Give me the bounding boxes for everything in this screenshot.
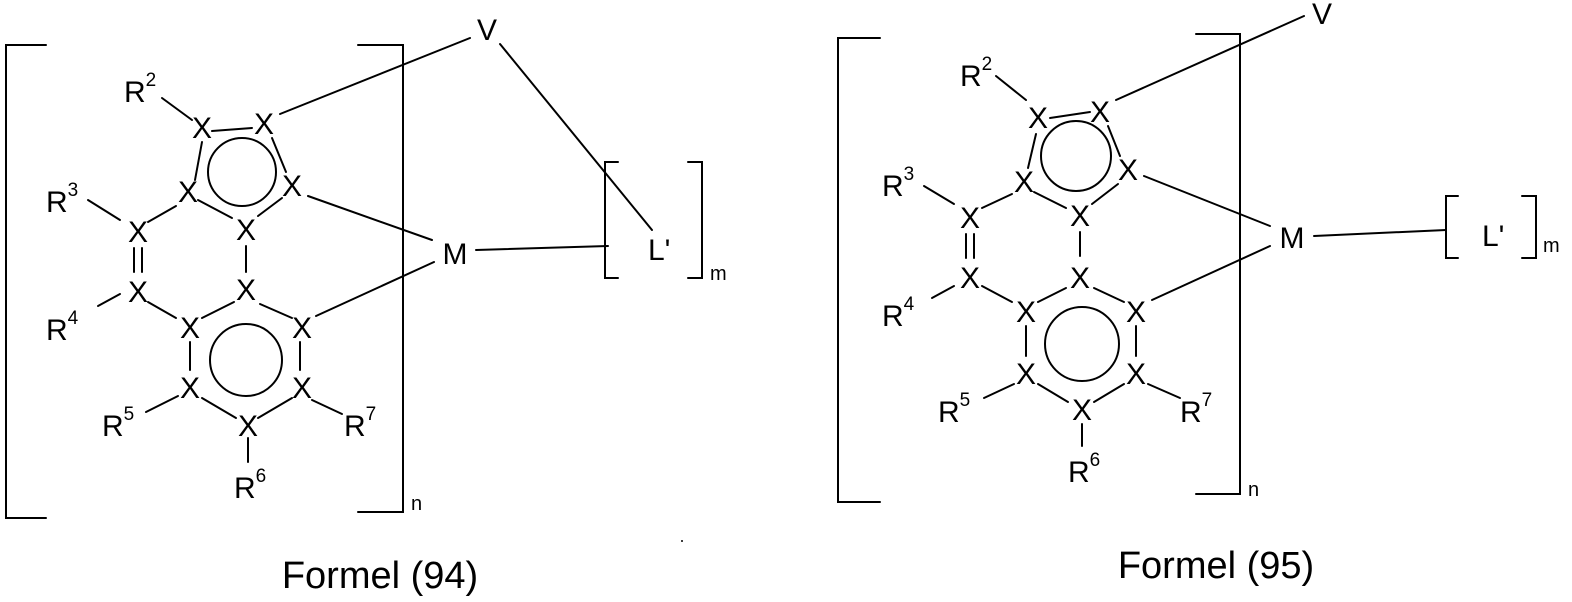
formula-94: n m	[6, 14, 727, 597]
substituent-r7: R7	[344, 404, 376, 443]
ligand-count: m	[1543, 235, 1560, 257]
x-atom: X	[1072, 394, 1092, 427]
aromatic-ring-circle-lower	[210, 324, 282, 396]
x-atom: X	[1016, 358, 1036, 391]
x-atom: X	[128, 276, 148, 309]
x-atom: X	[236, 214, 256, 247]
x-atom: X	[1014, 166, 1034, 199]
x-atom: X	[292, 312, 312, 345]
substituent-r4: R4	[46, 308, 79, 347]
substituent-r3: R3	[46, 180, 78, 219]
formula-caption: Formel (94)	[282, 555, 478, 597]
metal-atom: M	[1280, 222, 1305, 255]
substituent-r6: R6	[1068, 450, 1100, 489]
x-atom: X	[1126, 296, 1146, 329]
x-atom: X	[1090, 96, 1110, 129]
substituent-r2: R2	[124, 70, 156, 109]
bridge-atom: V	[477, 14, 497, 47]
bracket-right	[1196, 34, 1240, 494]
metal-atom: M	[443, 238, 468, 271]
bracket-left	[838, 38, 880, 502]
x-atom: X	[1070, 200, 1090, 233]
substituent-r7: R7	[1180, 390, 1212, 429]
x-atom: X	[178, 176, 198, 209]
substituent-r5: R5	[938, 390, 970, 429]
substituent-r6: R6	[234, 466, 266, 505]
ligand-count: m	[710, 263, 727, 285]
x-atom: X	[180, 312, 200, 345]
x-atom: X	[960, 202, 980, 235]
x-atom: X	[180, 372, 200, 405]
aromatic-ring-circle-lower	[1045, 307, 1119, 381]
formula-caption: Formel (95)	[1118, 545, 1314, 587]
repeat-count: n	[411, 493, 422, 515]
x-atom: X	[292, 372, 312, 405]
x-atom: X	[1016, 296, 1036, 329]
aromatic-ring-circle-upper	[208, 138, 276, 206]
ligand-label: L'	[648, 234, 670, 267]
aromatic-ring-circle-upper	[1041, 121, 1111, 191]
substituent-r2: R2	[960, 54, 992, 93]
x-atom: X	[236, 274, 256, 307]
bridge-atom: V	[1312, 0, 1332, 31]
x-atom: X	[1118, 154, 1138, 187]
x-atom: X	[192, 112, 212, 145]
substituent-r5: R5	[102, 404, 134, 443]
repeat-count: n	[1248, 479, 1259, 501]
x-atom: X	[1070, 262, 1090, 295]
ligand-label: L'	[1482, 220, 1504, 253]
x-atom: X	[1028, 102, 1048, 135]
x-atom: X	[282, 170, 302, 203]
x-atom: X	[960, 262, 980, 295]
x-atom: X	[128, 216, 148, 249]
formula-95: n m	[838, 0, 1560, 587]
substituent-r3: R3	[882, 164, 914, 203]
x-atom: X	[1126, 358, 1146, 391]
x-atom: X	[238, 410, 258, 443]
stray-dot	[681, 540, 683, 542]
bracket-left	[6, 45, 46, 518]
x-atom: X	[254, 108, 274, 141]
substituent-r4: R4	[882, 294, 915, 333]
